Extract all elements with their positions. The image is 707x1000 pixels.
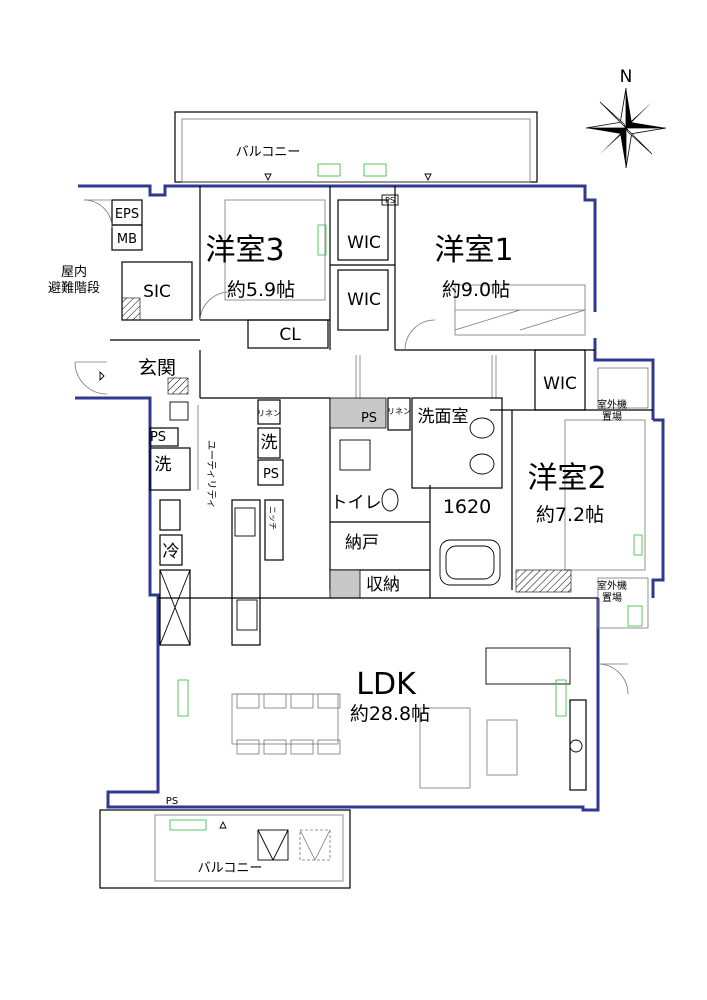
corridor [199,350,497,590]
outdoor-unit-bottom-line2: 置場 [602,591,622,604]
balcony-top [174,111,538,183]
outdoor-unit-bottom-line1: 室外機 [597,579,627,592]
ldk-name: LDK [356,667,417,702]
storeroom-label: 納戸 [345,533,379,553]
wic-center: PS [330,194,399,331]
linen-a-label: リネン [387,407,411,416]
wic-b-label: WIC [347,290,381,310]
exterior-walls [75,184,665,812]
bedroom-1-size: 約9.0帖 [442,279,510,301]
linen-b-label: リネン [257,409,281,418]
balcony-bottom-label: バルコニー [198,861,263,876]
laundry-ps-label: PS [150,430,166,445]
compass-north-label: N [620,67,633,87]
balcony-top-label: バルコニー [236,145,301,160]
outdoor-unit-top-line1: 室外機 [597,398,627,411]
bedroom-2 [490,349,653,629]
closet-label: CL [279,325,301,345]
wash-a-label: 洗 [261,433,278,453]
sic-label: SIC [143,282,171,302]
toilet-label: トイレ [331,493,382,513]
ldk [158,597,629,791]
eps-label: EPS [115,207,139,222]
service-zone [74,199,200,395]
fridge-label: 冷 [163,542,180,562]
storage-label: 収納 [366,575,400,595]
mb-label: MB [117,232,137,247]
stairs-label-line1: 屋内 [61,264,87,280]
genkan-label: 玄関 [138,357,176,379]
utility-label: ユーティリティ [205,440,216,509]
balcony-bottom [99,809,351,889]
ldk-ps-label: PS [166,796,178,807]
outdoor-unit-top-line2: 置場 [602,410,622,423]
washroom-label: 洗面室 [418,407,469,427]
wash-b-label: 洗 [155,455,172,475]
ps-small-label: PS [385,196,395,205]
wic-c-label: WIC [543,374,577,394]
ldk-size: 約28.8帖 [350,703,430,725]
bedroom-1-name: 洋室1 [434,233,513,268]
wic-a-label: WIC [347,233,381,253]
bedroom-1 [394,186,595,351]
bath-label: 1620 [443,496,491,518]
bedroom-3-size: 約5.9帖 [227,279,295,301]
wet-areas [329,397,503,599]
bedroom-3 [199,186,331,350]
bedroom-2-name: 洋室2 [527,461,606,496]
bedroom-3-name: 洋室3 [205,233,284,268]
compass-rose-icon [585,87,667,169]
bedroom-2-size: 約7.2帖 [536,504,604,526]
utility-kitchen [149,399,284,646]
niche-label: ニッチ [268,506,277,530]
ps-corridor-label: PS [361,411,377,426]
laundry-ps-2-label: PS [263,467,279,482]
stairs-label-line2: 避難階段 [48,281,100,296]
